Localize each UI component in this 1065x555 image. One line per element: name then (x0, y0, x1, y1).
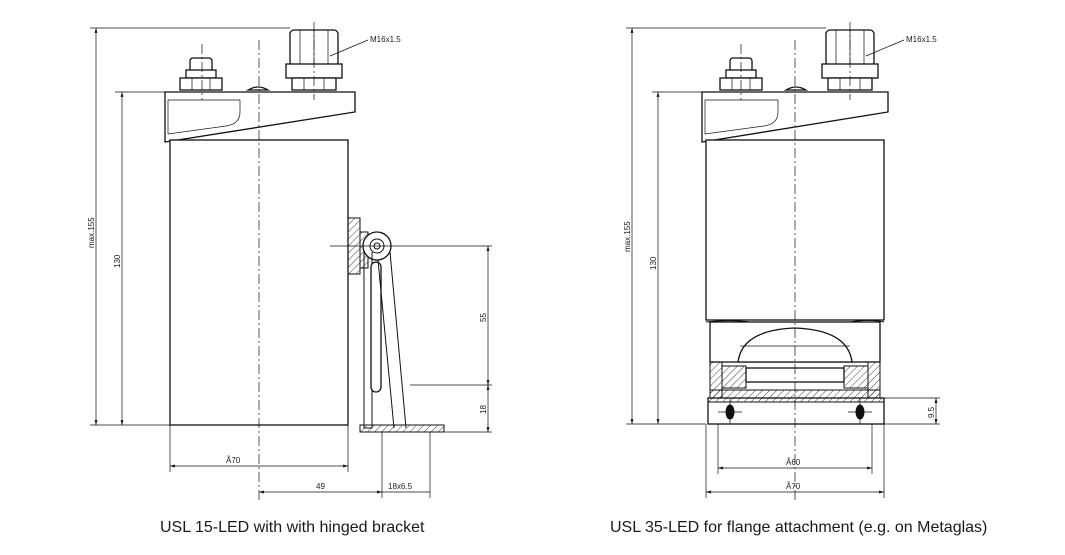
right-flange (707, 361, 885, 425)
left-drawing: max.155 130 M16x1.5 55 18 Ã70 49 18x6.5 (87, 22, 492, 500)
right-thread-label: M16x1.5 (906, 35, 937, 44)
right-screw (783, 86, 809, 91)
left-housing-head (164, 91, 356, 143)
left-thread-label: M16x1.5 (370, 35, 401, 44)
left-dim-height: 130 (113, 254, 122, 268)
left-dim-slot: 18x6.5 (388, 482, 413, 491)
left-screw (245, 86, 271, 91)
left-dim-offset: 49 (316, 482, 325, 491)
left-dim-max-height: max.155 (87, 217, 96, 248)
left-plug (179, 57, 223, 91)
right-caption: USL 35-LED for flange attachment (e.g. o… (610, 519, 988, 536)
left-dim-bracket-upper: 55 (479, 313, 488, 322)
left-caption: USL 15-LED with with hinged bracket (160, 519, 425, 536)
right-dim-height: 130 (649, 256, 658, 270)
right-drawing: max.155 130 M16x1.5 9.5 Ã60 Ã70 (623, 22, 940, 500)
left-hinged-bracket (347, 217, 445, 433)
right-dim-max-height: max.155 (623, 221, 632, 252)
right-dim-flange: 9.5 (927, 406, 936, 418)
left-dim-diameter: Ã70 (226, 456, 241, 465)
left-dim-bracket-lower: 18 (479, 405, 488, 414)
right-dim-inner-diameter: Ã60 (786, 458, 801, 467)
right-dim-diameter: Ã70 (786, 482, 801, 491)
